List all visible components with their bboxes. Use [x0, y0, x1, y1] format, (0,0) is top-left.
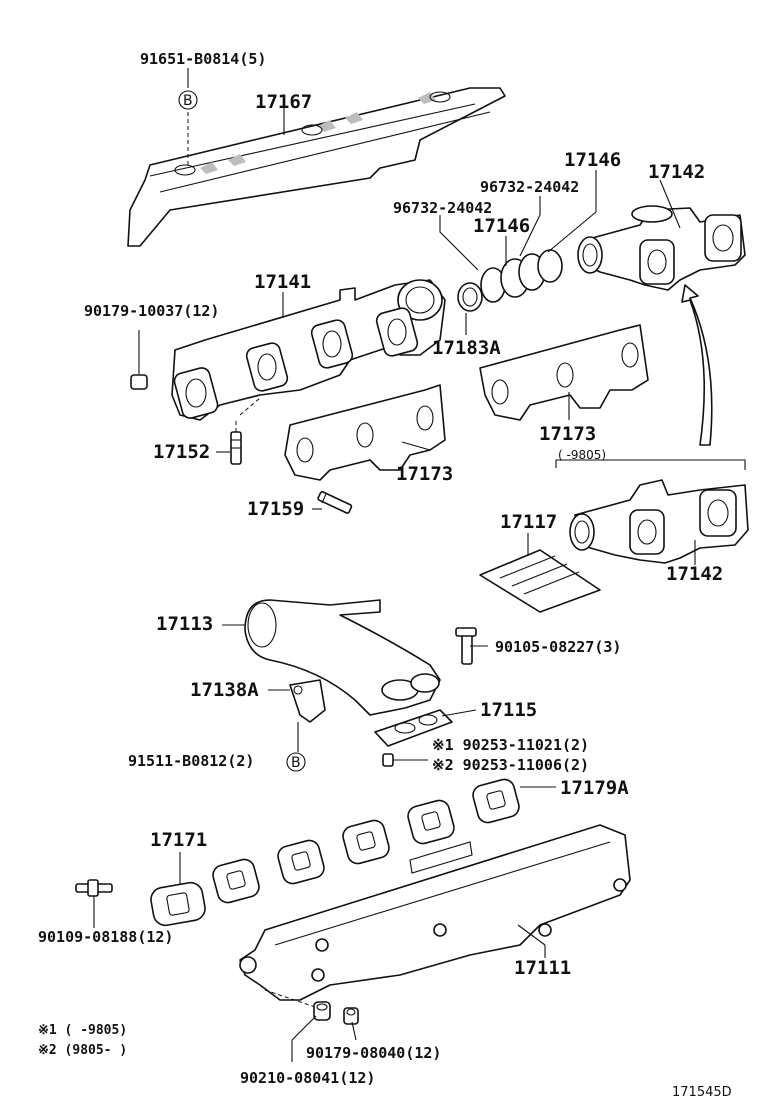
- label-90105: 90105-08227(3): [495, 638, 621, 656]
- direction-arrow: [681, 284, 713, 446]
- year-range-bracket: [555, 459, 746, 470]
- intake-pipe-17113: [244, 599, 441, 716]
- reference-code: 171545D: [672, 1085, 732, 1100]
- label-17111: 17111: [514, 957, 571, 979]
- bolt-90105-08227: [455, 627, 477, 665]
- label-91651: 91651-B0814(5): [140, 50, 266, 68]
- nut-90210-08041: [313, 1001, 331, 1021]
- marker-b-label: B: [291, 755, 301, 771]
- label-17117: 17117: [500, 511, 557, 533]
- label-17142-a: 17142: [648, 161, 705, 183]
- label-90253-11006: ※2 90253-11006(2): [432, 756, 589, 774]
- label-17142-b: 17142: [666, 563, 723, 585]
- plug-90253: [382, 753, 394, 767]
- nut-90179-08040: [343, 1007, 359, 1025]
- label-91511: 91511-B0812(2): [128, 752, 254, 770]
- leader-lines: [93, 68, 696, 1062]
- stud-17152: [230, 418, 242, 465]
- heat-insulator-17167: [127, 87, 506, 247]
- label-17141: 17141: [254, 271, 311, 293]
- label-17115: 17115: [480, 699, 537, 721]
- marker-b-bottom: B: [286, 752, 306, 772]
- exhaust-manifold-17141: [171, 279, 446, 421]
- gaskets-17179A: [212, 778, 520, 904]
- stud-17159: [317, 491, 353, 514]
- label-90109: 90109-08188(12): [38, 928, 173, 946]
- gasket-17173-right: [479, 324, 649, 421]
- label-17159: 17159: [247, 498, 304, 520]
- label-96732-b: 96732-24042: [393, 199, 492, 217]
- label-17183A: 17183A: [432, 337, 501, 359]
- label-17171: 17171: [150, 829, 207, 851]
- label-9805-range: ( -9805): [558, 448, 606, 462]
- label-90179-08040: 90179-08040(12): [306, 1044, 441, 1062]
- marker-b-top: B: [178, 90, 198, 110]
- label-90210: 90210-08041(12): [240, 1069, 375, 1087]
- intake-manifold-17111: [239, 824, 631, 1009]
- gasket-17115: [374, 709, 453, 747]
- marker-b-label: B: [183, 93, 193, 109]
- label-17146-b: 17146: [473, 215, 530, 237]
- footnote-1: ※1 ( -9805): [38, 1023, 127, 1038]
- gasket-17173-left: [284, 384, 446, 481]
- stud-90109-08188: [75, 879, 113, 897]
- label-17173-right: 17173: [539, 423, 596, 445]
- label-17173-left: 17173: [396, 463, 453, 485]
- exhaust-pipe-17142-lower: [569, 479, 749, 564]
- nut-90179-10037: [130, 330, 148, 390]
- label-17138A: 17138A: [190, 679, 259, 701]
- label-17152: 17152: [153, 441, 210, 463]
- label-90253-11021: ※1 90253-11021(2): [432, 736, 589, 754]
- seal-rings: [457, 249, 563, 312]
- insulator-plate-17117: [479, 549, 601, 613]
- label-90179-10037: 90179-10037(12): [84, 302, 219, 320]
- label-17179A: 17179A: [560, 777, 629, 799]
- label-17113: 17113: [156, 613, 213, 635]
- label-96732-a: 96732-24042: [480, 178, 579, 196]
- bracket-17138A: [289, 679, 326, 723]
- footnote-2: ※2 (9805- ): [38, 1043, 127, 1058]
- label-17146-a: 17146: [564, 149, 621, 171]
- gasket-17171: [150, 881, 206, 927]
- label-17167: 17167: [255, 91, 312, 113]
- exhaust-pipe-17142-upper: [577, 205, 746, 291]
